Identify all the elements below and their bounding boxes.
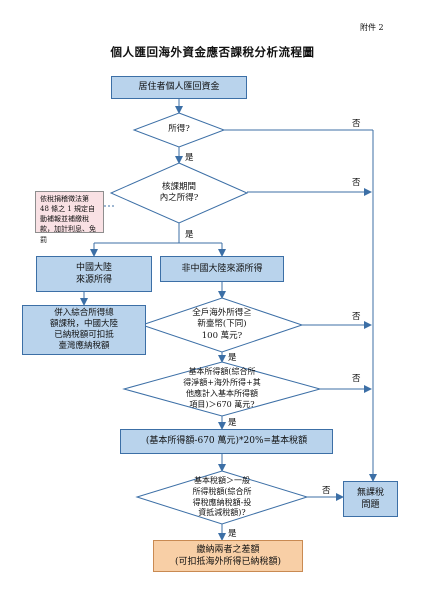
basic-question: 基本所得額(綜合所 得淨額+海外所得+其 他應計入基本所得額 項目)＞670 萬… <box>150 363 294 415</box>
page-title: 個人匯回海外資金應否課稅分析流程圖 <box>110 45 315 59</box>
mainland-line: 中國大陸 <box>75 262 112 273</box>
start-text: 居住者個人匯回資金 <box>138 82 220 93</box>
no-label-basic: 否 <box>352 374 361 384</box>
diamond-income <box>132 112 226 148</box>
no-label-period: 否 <box>352 178 361 188</box>
non-mainland-text: 非中國大陸來源所得 <box>181 263 263 274</box>
yes-label-basic: 是 <box>228 418 237 428</box>
mainland-tax-line: 已納稅額可扣抵 <box>54 330 114 340</box>
compare-question: 基本稅額＞一般 所得稅額(綜合所 得稅應納稅額-投 資抵減稅額)? <box>158 472 286 523</box>
mainland-tax-line: 臺灣應納稅額 <box>58 341 110 352</box>
annex-label: 附件 2 <box>360 23 384 32</box>
no-label-income: 否 <box>352 119 361 129</box>
basic-question-line: 他應計入基本所得額 <box>186 389 258 398</box>
yes-label-income: 是 <box>185 153 194 163</box>
basic-question-line: 基本所得額(綜合所 <box>188 367 256 377</box>
income-question-text: 所得? <box>168 124 190 135</box>
basic-question-line: 項目)＞670 萬元? <box>189 399 255 409</box>
mainland-line: 來源所得 <box>75 275 112 285</box>
no-tax-box: 無課稅 問題 <box>343 481 398 517</box>
yes-label-compare: 是 <box>228 529 237 539</box>
mainland-tax-line: 併入綜合所得總 <box>54 307 114 318</box>
basic-question-line: 得淨額+海外所得+其 <box>183 378 261 388</box>
no-label-compare: 否 <box>322 486 331 496</box>
household-question-line: 100 萬元? <box>201 330 243 341</box>
compare-question-line: 得稅應納稅額-投 <box>192 497 252 507</box>
period-question: 核課期間 內之所得? <box>130 170 228 216</box>
compare-question-line: 所得稅額(綜合所 <box>192 486 252 496</box>
start-box: 居住者個人匯回資金 <box>111 76 247 99</box>
no-label-household: 否 <box>352 312 361 322</box>
diamond-household <box>140 297 304 353</box>
no-tax-line: 問題 <box>361 500 380 510</box>
non-mainland-box: 非中國大陸來源所得 <box>160 256 284 282</box>
pay-difference-line: 繳納兩者之差額 <box>196 544 260 555</box>
compare-question-line: 基本稅額＞一般 <box>194 475 250 485</box>
period-question-line: 內之所得? <box>159 193 199 203</box>
amnesty-note-text: 依稅捐稽徵法第 48 條之 1 規定自動補報並補繳稅款，加計利息、免罰 <box>40 195 96 244</box>
household-question-line: 新臺幣(下同) <box>197 319 247 330</box>
diamond-compare <box>135 470 309 525</box>
period-question-line: 核課期間 <box>161 181 196 192</box>
yes-label-household: 是 <box>228 353 237 363</box>
formula-text: (基本所得額-670 萬元)*20%=基本稅額 <box>145 436 308 447</box>
pay-difference-line: (可扣抵海外所得已納稅額) <box>174 557 282 567</box>
mainland-box: 中國大陸 來源所得 <box>36 256 152 292</box>
amnesty-note: 依稅捐稽徵法第 48 條之 1 規定自動補報並補繳稅款，加計利息、免罰 <box>35 191 104 244</box>
no-tax-line: 無課稅 <box>356 487 384 498</box>
mainland-tax-line: 額課稅，中國大陸 <box>49 318 118 329</box>
household-question: 全戶海外所得≧ 新臺幣(下同) 100 萬元? <box>160 300 284 350</box>
diamond-basic <box>122 361 322 417</box>
diamond-period <box>109 162 249 224</box>
mainland-tax-box: 併入綜合所得總 額課稅，中國大陸 已納稅額可扣抵 臺灣應納稅額 <box>22 305 146 355</box>
income-question: 所得? <box>134 113 224 147</box>
pay-difference-box: 繳納兩者之差額 (可扣抵海外所得已納稅額) <box>153 540 303 572</box>
household-question-line: 全戶海外所得≧ <box>192 307 252 318</box>
compare-question-line: 資抵減稅額)? <box>198 508 246 518</box>
formula-box: (基本所得額-670 萬元)*20%=基本稅額 <box>120 429 333 454</box>
yes-label-period: 是 <box>185 230 194 240</box>
